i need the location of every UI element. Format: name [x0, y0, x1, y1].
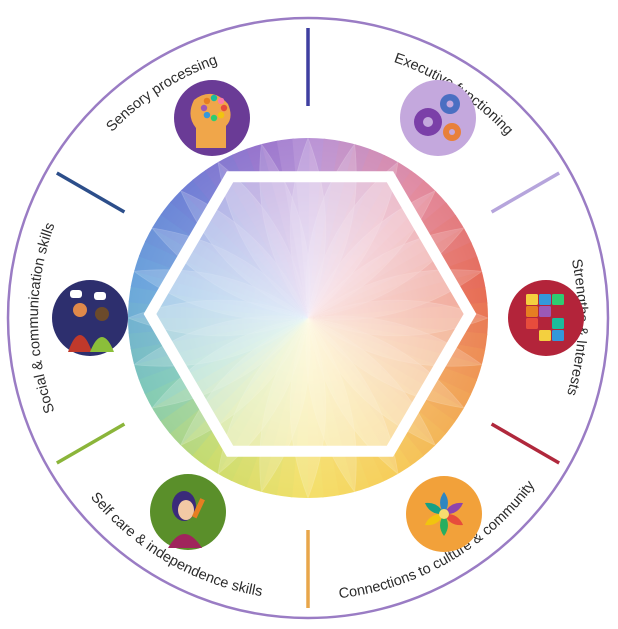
person-brushing-hair-icon	[150, 474, 226, 550]
divider-line	[55, 171, 126, 214]
divider-line	[490, 171, 561, 214]
outer-ring	[6, 16, 610, 620]
segment-icons	[52, 80, 584, 552]
lotus-icon	[406, 476, 482, 552]
gears-icon	[400, 80, 476, 156]
divider-line	[490, 422, 561, 465]
rainbow-disc	[128, 138, 488, 498]
head-with-brain-icon	[174, 80, 250, 156]
building-blocks-icon	[508, 280, 584, 356]
divider-line	[55, 422, 126, 465]
segment-dividers	[55, 28, 561, 608]
two-people-talking-icon	[52, 280, 128, 356]
center-hexagon	[143, 171, 477, 457]
